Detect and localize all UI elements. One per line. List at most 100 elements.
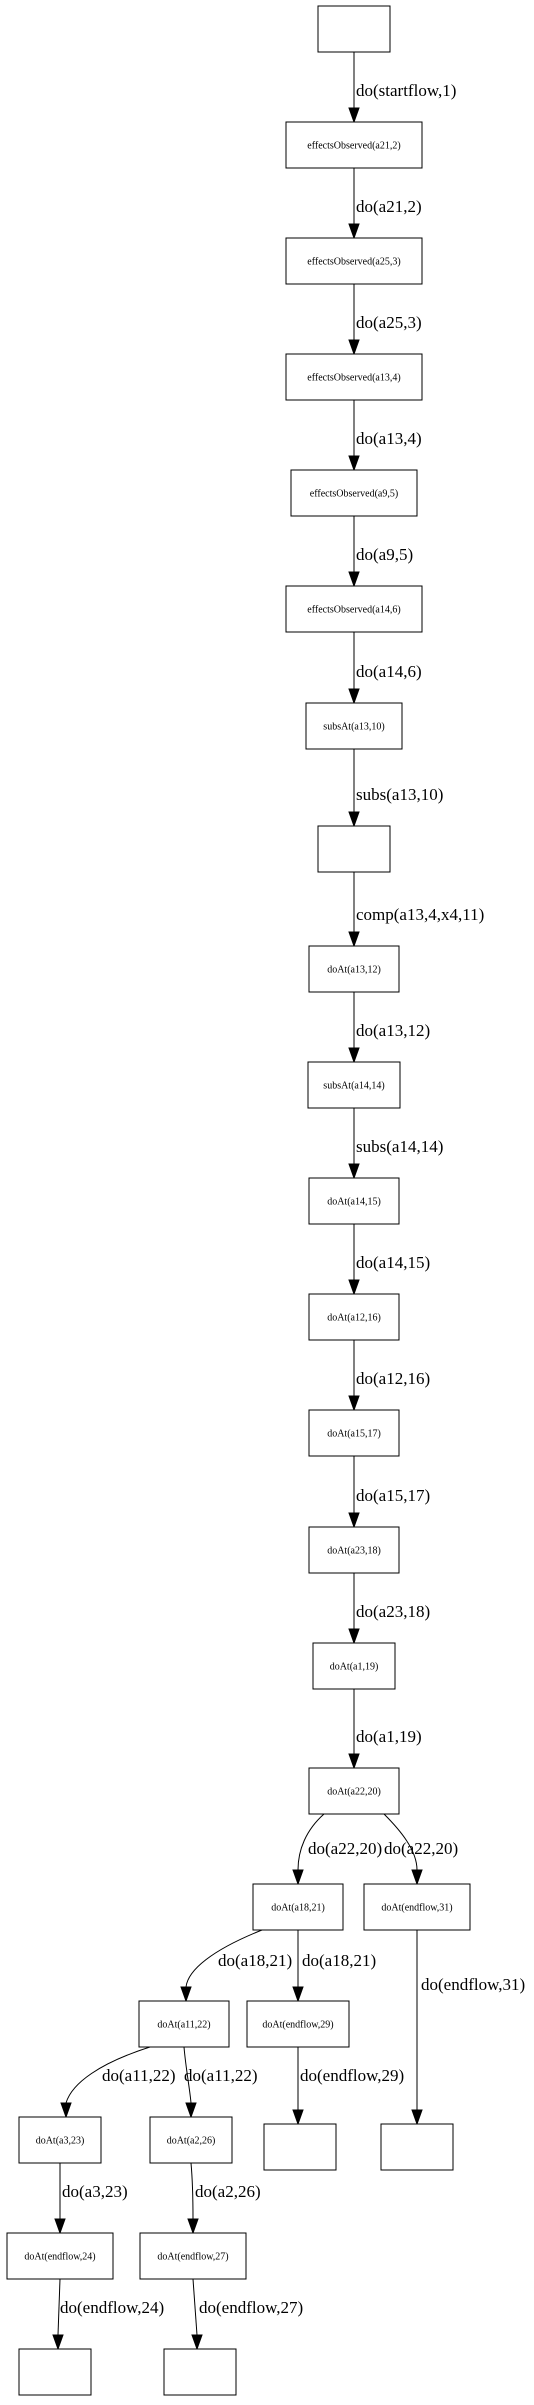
edge-arrowhead [292, 1869, 304, 1886]
node-box [308, 1177, 400, 1225]
node-n20 [380, 2123, 454, 2171]
edge-n6-n7: subs(a13,10) [348, 749, 443, 828]
edge-line [57, 2278, 61, 2336]
edge-arrowhead [348, 571, 360, 588]
node-label: effectsObserved(a9,5) [310, 489, 398, 500]
node-box [6, 2232, 114, 2280]
node-box [308, 1767, 400, 1815]
node-n2: effectsObserved(a25,3) [285, 237, 423, 285]
node-n23 [263, 2123, 337, 2171]
node-n6: subsAt(a13,10) [305, 702, 403, 750]
node-label: subsAt(a13,10) [323, 722, 384, 733]
edge-label: do(a12,16) [356, 1369, 430, 1388]
edge-arrowhead [292, 2109, 304, 2126]
edge-arrowhead [60, 2102, 72, 2119]
node-label: doAt(endflow,29) [262, 2020, 333, 2031]
edge-n2-n3: do(a25,3) [348, 284, 422, 356]
node-label: doAt(a12,16) [327, 1313, 381, 1324]
edge-n22-n25: do(a2,26) [187, 2162, 261, 2235]
node-n12: doAt(a15,17) [308, 1409, 400, 1457]
edge-label: do(a13,12) [356, 1021, 430, 1040]
node-label: doAt(a23,18) [327, 1546, 381, 1557]
node-box [138, 2000, 230, 2048]
edge-n0-n1: do(startflow,1) [348, 52, 456, 124]
node-box [307, 1061, 401, 1109]
edge-arrowhead [348, 107, 360, 124]
node-box [317, 5, 391, 53]
node-label: doAt(a2,26) [167, 2136, 216, 2147]
edge-arrowhead [348, 1395, 360, 1412]
node-n3: effectsObserved(a13,4) [285, 353, 423, 401]
edge-label: do(a22,20) [308, 1839, 382, 1858]
node-box [246, 2000, 350, 2048]
edge-n16-n19: do(a18,21) [292, 1930, 376, 2003]
edge-label: do(a11,22) [102, 2066, 176, 2085]
node-box [308, 1526, 400, 1574]
edge-n18-n21: do(a11,22) [60, 2046, 176, 2119]
node-n18: doAt(a11,22) [138, 2000, 230, 2048]
node-box [312, 1642, 396, 1690]
edge-n4-n5: do(a9,5) [348, 516, 413, 588]
node-n14: doAt(a1,19) [312, 1642, 396, 1690]
node-box [363, 1883, 471, 1931]
node-n13: doAt(a23,18) [308, 1526, 400, 1574]
node-label: effectsObserved(a21,2) [307, 141, 400, 152]
node-box [308, 1293, 400, 1341]
node-box [163, 2348, 237, 2396]
node-box [18, 2116, 102, 2164]
edge-arrowhead [348, 1628, 360, 1645]
node-n21: doAt(a3,23) [18, 2116, 102, 2164]
edge-label: do(a15,17) [356, 1486, 430, 1505]
edge-line [65, 2046, 151, 2104]
node-n19: doAt(endflow,29) [246, 2000, 350, 2048]
edge-label: do(a2,26) [195, 2182, 261, 2201]
node-box [285, 237, 423, 285]
edge-n8-n9: do(a13,12) [348, 992, 430, 1064]
edge-label: do(endflow,27) [199, 2298, 303, 2317]
edge-label: do(endflow,29) [300, 2066, 404, 2085]
edge-n1-n2: do(a21,2) [348, 168, 422, 240]
edge-label: do(a14,15) [356, 1253, 430, 1272]
edge-line [190, 2162, 194, 2220]
edge-label: do(a25,3) [356, 313, 422, 332]
edge-arrowhead [348, 1753, 360, 1770]
node-n1: effectsObserved(a21,2) [285, 121, 423, 169]
edge-arrowhead [185, 2102, 197, 2119]
node-label: doAt(endflow,24) [24, 2252, 95, 2263]
node-label: subsAt(a14,14) [323, 1081, 384, 1092]
edge-label: do(a21,2) [356, 197, 422, 216]
edge-arrowhead [348, 931, 360, 948]
edge-n18-n22: do(a11,22) [183, 2046, 258, 2119]
edge-label: do(startflow,1) [356, 81, 456, 100]
edge-arrowhead [348, 1279, 360, 1296]
node-box [380, 2123, 454, 2171]
edge-arrowhead [52, 2334, 64, 2351]
node-box [149, 2116, 233, 2164]
edge-arrowhead [292, 1986, 304, 2003]
edge-arrowhead [191, 2334, 203, 2351]
node-box [305, 702, 403, 750]
node-box [308, 945, 400, 993]
edge-n14-n15: do(a1,19) [348, 1689, 422, 1770]
edge-n17-n20: do(endflow,31) [411, 1930, 525, 2126]
edge-label: do(a14,6) [356, 662, 422, 681]
node-box [18, 2348, 92, 2396]
node-box [290, 469, 418, 517]
edge-label: comp(a13,4,x4,11) [356, 905, 484, 924]
edge-label: do(a22,20) [384, 1839, 458, 1858]
edge-arrowhead [348, 339, 360, 356]
edge-n11-n12: do(a12,16) [348, 1340, 430, 1412]
edge-line [183, 2046, 192, 2104]
edge-n3-n4: do(a13,4) [348, 400, 422, 472]
node-n17: doAt(endflow,31) [363, 1883, 471, 1931]
node-label: doAt(endflow,31) [381, 1903, 452, 1914]
node-n22: doAt(a2,26) [149, 2116, 233, 2164]
node-label: doAt(a15,17) [327, 1429, 381, 1440]
node-n7 [317, 825, 391, 873]
node-n11: doAt(a12,16) [308, 1293, 400, 1341]
node-box [252, 1883, 344, 1931]
edge-arrowhead [348, 455, 360, 472]
edge-label: do(a23,18) [356, 1602, 430, 1621]
node-box [317, 825, 391, 873]
